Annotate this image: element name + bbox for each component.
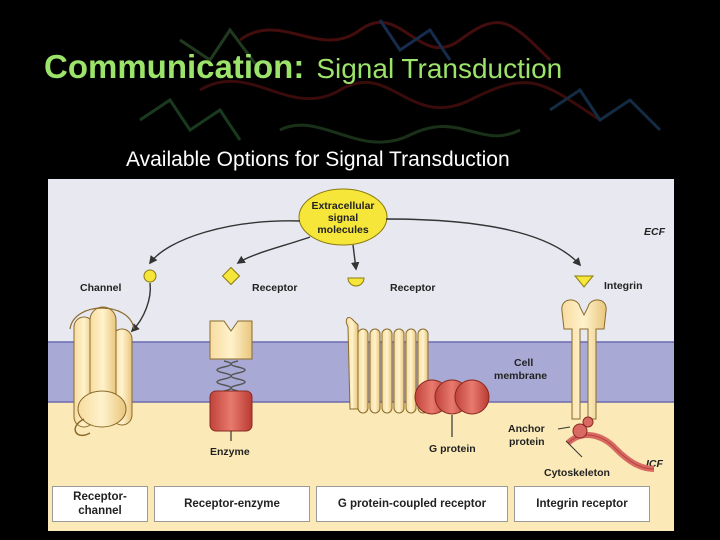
channel-ligand-icon xyxy=(143,269,157,283)
signal-molecules-line-3: molecules xyxy=(317,224,369,236)
signal-molecules-line-1: Extracellular xyxy=(311,200,374,212)
integrin-label: Integrin xyxy=(604,280,643,292)
caption-receptor-channel-line-2: channel xyxy=(78,505,122,517)
arrow-to-receptor-enzyme xyxy=(236,236,311,264)
cytoskeleton-label: Cytoskeleton xyxy=(544,467,610,479)
slide-title: Communication: Signal Transduction xyxy=(44,48,562,86)
arrow-to-gpcr xyxy=(350,244,360,271)
background-molecule-image xyxy=(139,19,662,144)
caption-integrin-receptor: Integrin receptor xyxy=(514,486,650,522)
enzyme-label: Enzyme xyxy=(210,446,250,458)
enzyme-ligand-icon xyxy=(221,266,241,286)
channel-label: Channel xyxy=(80,282,122,294)
caption-integrin-receptor-text: Integrin receptor xyxy=(536,498,628,510)
g-protein-label: G protein xyxy=(429,443,476,455)
signal-molecules-ellipse xyxy=(298,188,388,246)
anchor-protein-line-1: Anchor xyxy=(508,423,545,435)
cell-membrane-line-1: Cell xyxy=(514,357,533,369)
signal-molecules-line-2: signal xyxy=(328,212,358,224)
caption-receptor-enzyme: Receptor-enzyme xyxy=(154,486,310,522)
ecf-label: ECF xyxy=(644,226,666,238)
slide-subtitle: Available Options for Signal Transductio… xyxy=(126,148,510,171)
receptor-label-1: Receptor xyxy=(252,282,298,294)
caption-receptor-channel-line-1: Receptor- xyxy=(73,491,127,503)
caption-receptor-enzyme-text: Receptor-enzyme xyxy=(184,498,280,510)
caption-gpcr-text: G protein-coupled receptor xyxy=(337,498,487,510)
anchor-protein-line-2: protein xyxy=(509,436,545,448)
integrin-ligand-icon xyxy=(573,275,595,288)
signal-transduction-diagram: ECF ICF Extracellular signal molecules C… xyxy=(48,179,674,531)
gpcr-ligand-icon xyxy=(347,277,365,287)
arrow-to-integrin xyxy=(385,218,582,267)
arrow-to-channel xyxy=(148,220,301,265)
slide-title-main: Communication: xyxy=(44,48,305,85)
g-protein-icon xyxy=(414,379,490,437)
channel-protein-icon xyxy=(69,306,135,437)
cell-membrane-line-2: membrane xyxy=(494,370,547,382)
slide-title-sub: Signal Transduction xyxy=(316,53,563,84)
caption-gpcr: G protein-coupled receptor xyxy=(316,486,508,522)
arrow-channel-to-receptor xyxy=(130,282,151,333)
receptor-enzyme-icon xyxy=(209,320,253,441)
receptor-label-2: Receptor xyxy=(390,282,436,294)
caption-receptor-channel: Receptor-channel xyxy=(52,486,148,522)
integrin-icon xyxy=(557,299,655,472)
